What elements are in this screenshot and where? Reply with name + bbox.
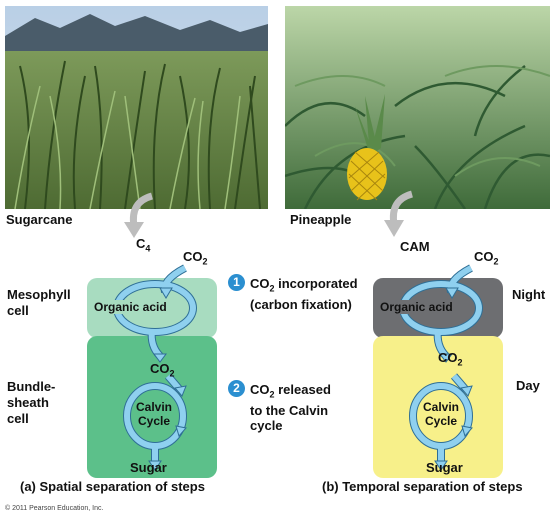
right-calvin-line1: Calvin	[422, 400, 459, 414]
step1-line2: (carbon fixation)	[250, 296, 352, 312]
cam-label: CAM	[400, 239, 430, 254]
night-label: Night	[512, 287, 546, 302]
bundle-line2: sheath	[7, 395, 49, 410]
right-top-co2: CO2	[474, 249, 499, 267]
step1-line1: CO2 incorporated	[250, 276, 358, 294]
step2-line3: cycle	[250, 417, 283, 433]
pineapple-label: Pineapple	[290, 212, 352, 227]
left-calvin-cycle: Calvin Cycle	[131, 400, 177, 428]
c4-label: C4	[136, 236, 151, 254]
right-cycle-arrows	[399, 264, 483, 471]
right-calvin-cycle: Calvin Cycle	[418, 400, 464, 428]
bundle-sheath-label: Bundle- sheath cell	[7, 379, 55, 427]
day-label: Day	[516, 378, 540, 393]
pineapple-photo	[285, 6, 550, 209]
copyright-notice: © 2011 Pearson Education, Inc.	[5, 505, 104, 512]
cam-curved-arrow	[384, 190, 414, 237]
left-organic-acid: Organic acid	[92, 300, 169, 314]
left-top-co2: CO2	[183, 249, 208, 267]
mesophyll-cell-label: Mesophyll cell	[7, 287, 71, 319]
sugarcane-label: Sugarcane	[6, 212, 73, 227]
bundle-line3: cell	[7, 411, 29, 426]
bundle-line1: Bundle-	[7, 379, 56, 394]
right-organic-acid: Organic acid	[378, 300, 455, 314]
step2-line1: CO2 released	[250, 382, 331, 400]
step2-line2: to the Calvin	[250, 402, 329, 418]
left-caption: (a) Spatial separation of steps	[20, 479, 205, 494]
left-sugar: Sugar	[130, 460, 167, 475]
c4-curved-arrow	[124, 192, 154, 238]
mesophyll-line2: cell	[7, 303, 29, 318]
step2-badge: 2	[228, 380, 245, 397]
left-calvin-line1: Calvin	[135, 400, 172, 414]
step2-text: CO2 released to the Calvin cycle	[250, 382, 331, 433]
right-caption: (b) Temporal separation of steps	[322, 479, 523, 494]
right-mid-co2: CO2	[438, 350, 463, 368]
left-mid-co2: CO2	[150, 361, 175, 379]
step1-badge: 1	[228, 274, 245, 291]
mesophyll-line1: Mesophyll	[7, 287, 71, 302]
sugarcane-photo	[5, 6, 268, 209]
right-sugar: Sugar	[426, 460, 463, 475]
right-calvin-line2: Cycle	[424, 414, 458, 428]
left-calvin-line2: Cycle	[137, 414, 171, 428]
step1-text: CO2 incorporated (carbon fixation)	[250, 276, 358, 312]
